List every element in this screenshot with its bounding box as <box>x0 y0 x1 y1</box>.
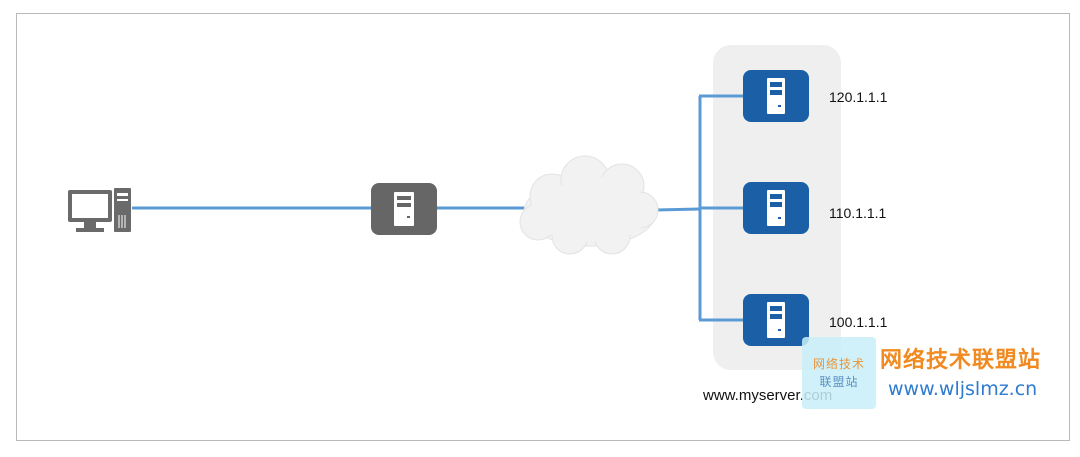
server-icon <box>767 190 785 226</box>
server-icon <box>767 302 785 338</box>
firewall-server-icon <box>371 183 437 235</box>
server-icon <box>767 78 785 114</box>
watermark-title: 网络技术联盟站 <box>880 348 1042 373</box>
link-cloud-to-branch <box>654 207 701 212</box>
server-1 <box>743 70 809 122</box>
server-ip-label: 100.1.1.1 <box>829 314 888 330</box>
domain-label: www.myserver.com <box>703 387 833 404</box>
watermark-box-line2: 联盟站 <box>819 375 859 389</box>
desktop-computer-icon <box>68 188 131 232</box>
server-3 <box>743 294 809 346</box>
server-ip-label: 110.1.1.1 <box>829 205 887 221</box>
server-ip-label: 120.1.1.1 <box>829 89 888 105</box>
watermark-box-line1: 网络技术 <box>812 357 865 371</box>
server-2 <box>743 182 809 234</box>
watermark-url: www.wljslmz.cn <box>888 378 1038 400</box>
watermark-logo-box: 网络技术 联盟站 <box>802 337 876 409</box>
